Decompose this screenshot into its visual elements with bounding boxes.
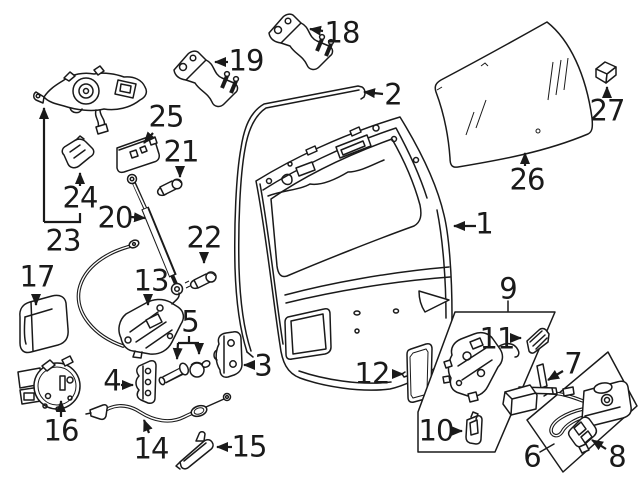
callout-7: 7 <box>564 346 582 381</box>
wedge-11-drawing <box>526 327 550 354</box>
part-10-drawing <box>465 411 483 445</box>
callout-1: 1 <box>475 206 493 241</box>
glass-spacer-cube-drawing <box>595 61 617 84</box>
callout-20: 20 <box>97 200 134 235</box>
rear-glass-drawing <box>434 21 594 168</box>
callout-bracket-23 <box>44 213 82 224</box>
liftgate-panel-drawing <box>255 116 453 391</box>
callout-14: 14 <box>133 431 170 466</box>
gas-strut-drawing <box>126 173 184 296</box>
ball-stud-22-drawing <box>184 271 217 290</box>
callout-5: 5 <box>181 304 199 339</box>
callout-13: 13 <box>133 263 170 298</box>
lever-7-drawing <box>502 363 558 416</box>
striker-3-drawing <box>213 331 243 378</box>
callout-19: 19 <box>228 43 265 78</box>
callout-3: 3 <box>254 348 272 383</box>
callout-25: 25 <box>148 99 185 134</box>
release-cable-14-drawing <box>85 392 232 423</box>
callout-2: 2 <box>384 77 402 112</box>
callout-9: 9 <box>499 271 517 306</box>
callout-arrows <box>31 25 612 452</box>
hinge-19-drawing <box>173 50 240 108</box>
handle-unit-6-drawing <box>542 380 632 438</box>
callout-11: 11 <box>479 321 516 356</box>
callout-26: 26 <box>509 162 546 197</box>
handle-15-drawing <box>175 431 214 470</box>
callout-23: 23 <box>45 223 82 258</box>
callout-22: 22 <box>186 220 223 255</box>
module-25-drawing <box>116 135 160 174</box>
callout-15: 15 <box>231 429 268 464</box>
lock-assembly-9-drawing <box>442 331 520 403</box>
callout-8: 8 <box>608 439 626 474</box>
callout-17: 17 <box>19 259 56 294</box>
callout-21: 21 <box>163 134 200 169</box>
callout-18: 18 <box>324 15 361 50</box>
callout-4: 4 <box>103 363 121 398</box>
fasteners-5-drawing <box>158 360 211 386</box>
callout-27: 27 <box>589 93 626 128</box>
wiper-motor-assembly-drawing <box>33 65 148 135</box>
callout-6: 6 <box>523 439 541 474</box>
switch-8-drawing <box>567 416 598 454</box>
cover-17-drawing <box>19 294 69 354</box>
clip-24-drawing <box>61 135 95 169</box>
latch-13-drawing <box>76 239 185 359</box>
bracket-4-drawing <box>135 360 157 404</box>
ball-stud-21-drawing <box>156 178 183 197</box>
hinge-18-drawing <box>268 13 335 71</box>
callout-16: 16 <box>43 413 80 448</box>
callout-12: 12 <box>354 356 391 391</box>
callout-10: 10 <box>418 413 455 448</box>
lock-actuator-16-drawing <box>17 355 81 412</box>
callout-24: 24 <box>62 180 99 215</box>
